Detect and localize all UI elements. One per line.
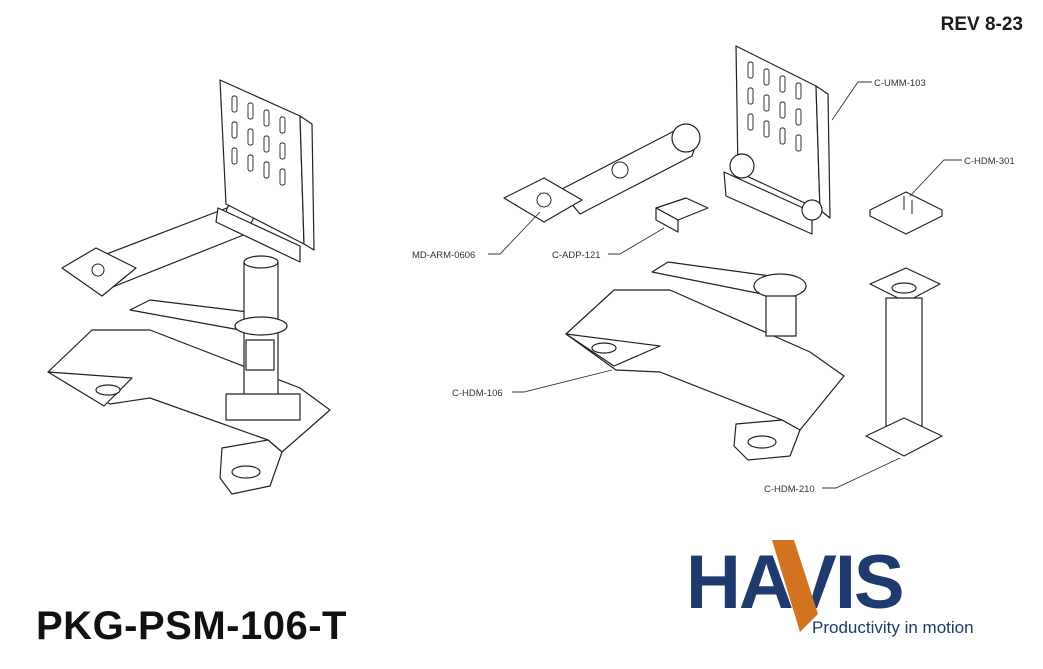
plate-slot (263, 135, 270, 153)
brand-tagline: Productivity in motion (812, 618, 974, 637)
plate-slot (231, 95, 238, 113)
part-md-arm-0606 (503, 123, 701, 223)
slot-hole (591, 342, 617, 354)
base-plate-assembled (47, 329, 331, 453)
slot-hole (95, 384, 121, 396)
pole-assembled (243, 261, 279, 413)
plate-slot (779, 101, 786, 119)
pole-clamp-exploded (753, 273, 807, 299)
support-strut-exploded (651, 261, 771, 295)
plate-slot (795, 82, 802, 100)
part-c-hdm-301 (869, 191, 943, 235)
plate-slot (763, 68, 770, 86)
slot-hole (231, 465, 261, 479)
plate-slot (231, 121, 238, 139)
pole-bracket (245, 339, 275, 371)
plate-slot (779, 75, 786, 93)
pole-tube (885, 297, 923, 437)
tilt-base-exploded (723, 171, 813, 235)
tilt-knob (729, 153, 755, 179)
callout-c-hdm-106: C-HDM-106 (452, 388, 503, 399)
package-id: PKG-PSM-106-T (36, 604, 347, 648)
slot-hole (747, 435, 777, 449)
tilt-bracket (215, 207, 301, 263)
clamp-bracket (765, 295, 797, 337)
arm-mid-hole (611, 161, 629, 179)
callout-c-adp-121: C-ADP-121 (552, 250, 601, 261)
leader-md-arm-0606 (488, 211, 541, 255)
plate-slot (763, 120, 770, 138)
base-plate-exploded (565, 289, 845, 431)
vesa-hole (91, 263, 105, 277)
leader-c-adp-121 (608, 227, 665, 255)
pole-top-opening (891, 282, 917, 294)
vesa-plate-assembled (61, 247, 137, 297)
plate-slot (247, 102, 254, 120)
plate-slot (279, 116, 286, 134)
callout-c-hdm-210: C-HDM-210 (764, 484, 815, 495)
vesa-plate-exploded (503, 177, 583, 223)
callout-c-hdm-301: C-HDM-301 (964, 156, 1015, 167)
part-c-hdm-106 (565, 261, 845, 461)
pole-top (243, 255, 279, 269)
arm-end-joint (671, 123, 701, 153)
plate-slot (795, 108, 802, 126)
plate-slot (247, 154, 254, 172)
monitor-plate-slots (747, 61, 802, 152)
support-strut (129, 299, 249, 331)
pole-clamp (234, 316, 288, 336)
plate-slot (747, 113, 754, 131)
plate-slot (263, 161, 270, 179)
pole-foot (225, 393, 301, 421)
plate-slot (279, 168, 286, 186)
part-c-umm-103 (723, 45, 831, 235)
plate-slot (795, 134, 802, 152)
leader-c-hdm-301 (909, 159, 962, 197)
vesa-hole (536, 192, 552, 208)
logo-swoosh (772, 540, 818, 632)
plate-slot (263, 109, 270, 127)
callout-c-umm-103: C-UMM-103 (874, 78, 926, 89)
callout-md-arm-0606: MD-ARM-0606 (412, 250, 475, 261)
plate-slot (279, 142, 286, 160)
plate-slot (247, 128, 254, 146)
part-c-hdm-210 (865, 267, 943, 457)
pole-foot-plate (865, 417, 943, 457)
tilt-knob (801, 199, 823, 221)
plate-slot (779, 127, 786, 145)
plate-slot (763, 94, 770, 112)
monitor-plate-side (299, 115, 315, 251)
havis-logo: HAVIS (686, 540, 905, 632)
plate-slot (747, 61, 754, 79)
assembled-mount (47, 79, 331, 495)
plate-slot (231, 147, 238, 165)
leader-c-umm-103 (831, 81, 872, 121)
adapter-plate-edge (869, 210, 943, 235)
monitor-plate-slots (231, 95, 286, 186)
leader-c-hdm-210 (822, 457, 901, 489)
part-c-adp-121 (655, 197, 709, 233)
small-bracket-side (655, 207, 679, 233)
monitor-plate-side-exploded (815, 85, 831, 219)
revision-label: REV 8-23 (940, 14, 1023, 35)
plate-slot (747, 87, 754, 105)
leader-c-hdm-106 (512, 369, 613, 393)
